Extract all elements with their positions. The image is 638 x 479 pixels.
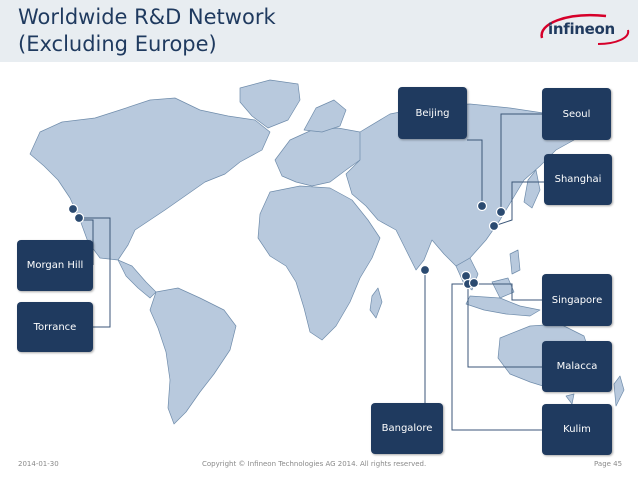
infineon-logo: infineon bbox=[548, 20, 615, 38]
footer-date: 2014-01-30 bbox=[18, 460, 59, 468]
tasmania bbox=[565, 393, 575, 405]
title-line-1: Worldwide R&D Network bbox=[18, 5, 276, 29]
madagascar bbox=[369, 287, 383, 319]
philippines bbox=[509, 249, 521, 275]
infineon-logo-swoosh bbox=[540, 14, 630, 45]
location-box-torrance: Torrance bbox=[17, 302, 93, 352]
location-box-morgan-hill: Morgan Hill bbox=[17, 240, 93, 291]
indonesia bbox=[465, 295, 541, 317]
footer-page-number: Page 45 bbox=[594, 460, 623, 468]
north-america bbox=[29, 97, 271, 261]
header-band bbox=[0, 0, 638, 62]
location-box-singapore: Singapore bbox=[542, 274, 612, 326]
new-zealand bbox=[613, 375, 625, 407]
greenland bbox=[239, 79, 301, 129]
borneo bbox=[491, 277, 515, 299]
south-america bbox=[149, 287, 237, 425]
location-box-kulim: Kulim bbox=[542, 404, 612, 455]
location-box-shanghai: Shanghai bbox=[544, 154, 612, 205]
location-box-seoul: Seoul bbox=[542, 88, 611, 140]
footer-copyright: Copyright © Infineon Technologies AG 201… bbox=[202, 460, 427, 468]
slide-title: Worldwide R&D Network (Excluding Europe) bbox=[18, 4, 276, 58]
scandinavia bbox=[303, 99, 347, 133]
location-box-bangalore: Bangalore bbox=[371, 403, 443, 454]
central-america bbox=[117, 259, 157, 299]
title-line-2: (Excluding Europe) bbox=[18, 32, 217, 56]
africa bbox=[257, 185, 381, 341]
location-box-malacca: Malacca bbox=[542, 341, 612, 392]
location-box-beijing: Beijing bbox=[398, 87, 467, 139]
